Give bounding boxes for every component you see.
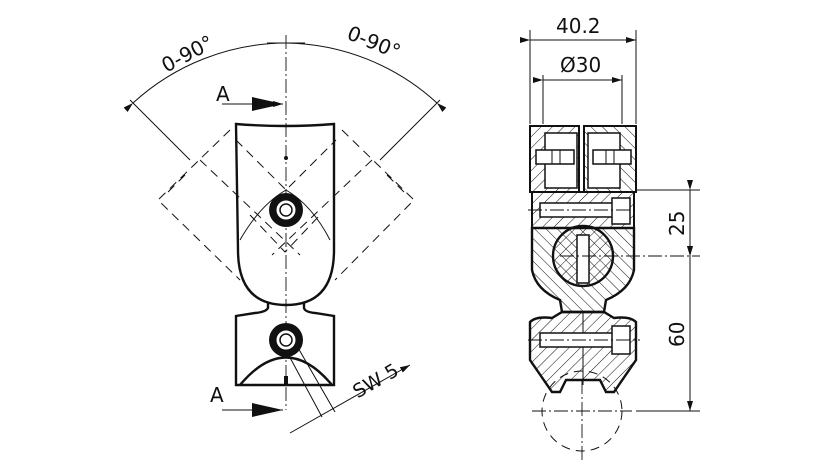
dim-60: 60 xyxy=(665,322,689,347)
rotated-outline-right xyxy=(271,129,415,281)
hex-socket-icon xyxy=(279,203,293,217)
angle-label-right: 0-90° xyxy=(344,21,404,64)
front-view: 0-90° 0-90° SW 5 A A xyxy=(123,21,447,434)
angle-arc-right xyxy=(285,42,447,112)
extension-line-left xyxy=(129,99,191,161)
dim-25: 25 xyxy=(665,211,689,236)
upper-clamp-body xyxy=(234,122,336,307)
rotated-outline-left xyxy=(157,129,301,281)
overall-width-dim: 40.2 xyxy=(556,14,601,38)
angle-arc-left xyxy=(123,42,287,112)
angle-label-left: 0-90° xyxy=(157,30,217,77)
section-view: 40.2 Ø30 xyxy=(520,14,700,462)
extension-line-right xyxy=(379,99,441,161)
section-mark-top: A xyxy=(216,82,230,106)
hex-socket-icon xyxy=(279,333,293,347)
section-arrow-bottom xyxy=(252,403,283,417)
wrench-size-label: SW 5 xyxy=(349,359,402,403)
tube-diameter-dim: Ø30 xyxy=(560,53,601,77)
section-mark-bottom: A xyxy=(210,383,224,407)
